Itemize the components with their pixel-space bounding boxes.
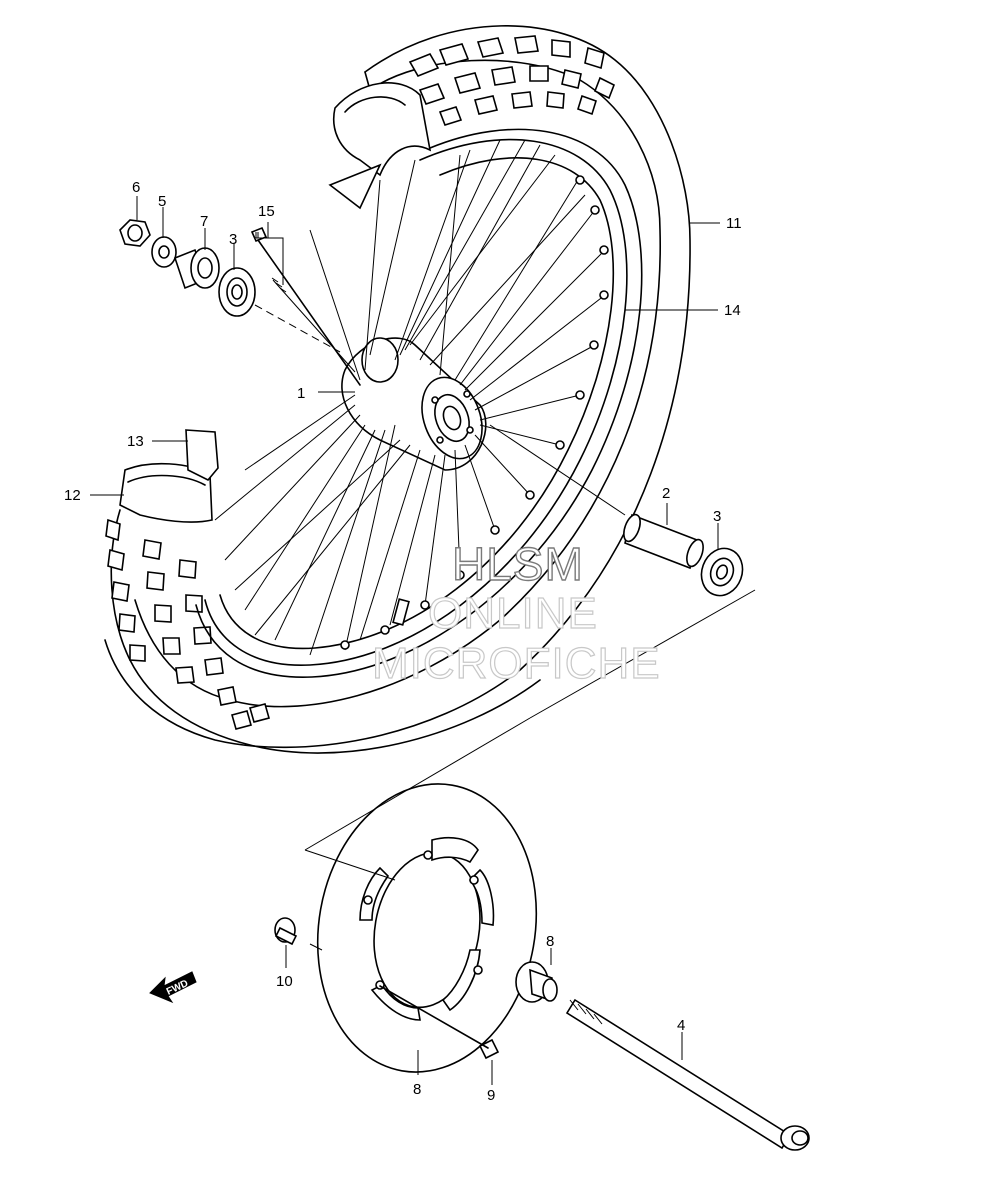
disc-screw-left bbox=[274, 917, 298, 946]
axle bbox=[565, 998, 810, 1151]
callout-3-left: 3 bbox=[229, 231, 237, 248]
callout-4: 4 bbox=[677, 1017, 685, 1034]
rim bbox=[195, 128, 643, 678]
callout-labels: 1 2 3 3 4 5 6 7 8 8 9 10 11 12 13 14 15 bbox=[64, 179, 742, 1104]
callout-8-pin: 8 bbox=[546, 933, 554, 950]
callout-7: 7 bbox=[200, 213, 208, 230]
collar bbox=[174, 247, 220, 290]
callout-5: 5 bbox=[158, 193, 166, 210]
callout-13: 13 bbox=[127, 433, 144, 450]
watermark-line-3: MICROFICHE bbox=[372, 639, 661, 688]
brake-disc bbox=[316, 783, 538, 1073]
callout-11: 11 bbox=[726, 215, 742, 232]
callout-8-disc: 8 bbox=[413, 1081, 421, 1098]
spacer bbox=[623, 513, 704, 570]
callout-2: 2 bbox=[662, 485, 670, 502]
callout-3-right: 3 bbox=[713, 508, 721, 525]
tire-tread-top bbox=[408, 35, 616, 126]
callout-9: 9 bbox=[487, 1087, 495, 1104]
washer bbox=[151, 236, 177, 268]
bearing-left bbox=[218, 267, 256, 317]
disc-mount-pin bbox=[515, 961, 558, 1003]
callout-10: 10 bbox=[276, 973, 293, 990]
forward-direction-arrow: FWD bbox=[149, 971, 197, 1004]
callout-12: 12 bbox=[64, 487, 81, 504]
watermark: HLSM ONLINE MICROFICHE bbox=[371, 537, 661, 688]
callout-15: 15 bbox=[258, 203, 275, 220]
rim-band-piece bbox=[185, 429, 219, 481]
disc-bolt-holes bbox=[363, 850, 483, 990]
leader-lines bbox=[90, 196, 756, 1085]
axle-nut bbox=[119, 219, 151, 247]
bearing-right bbox=[700, 547, 744, 597]
rim-band-top bbox=[328, 82, 432, 210]
callout-14: 14 bbox=[724, 302, 741, 319]
disc-bolt bbox=[379, 985, 500, 1060]
watermark-line-1: HLSM bbox=[452, 538, 584, 590]
rim-band-bottom bbox=[119, 462, 213, 523]
watermark-line-2: ONLINE bbox=[428, 589, 598, 638]
tire-tread-bottom bbox=[105, 518, 270, 730]
spoke-set bbox=[250, 226, 361, 386]
tire bbox=[104, 25, 691, 754]
callout-1: 1 bbox=[297, 385, 305, 402]
fwd-label: FWD bbox=[165, 978, 190, 998]
spokes bbox=[214, 139, 609, 656]
hub bbox=[341, 337, 487, 471]
callout-6: 6 bbox=[132, 179, 140, 196]
